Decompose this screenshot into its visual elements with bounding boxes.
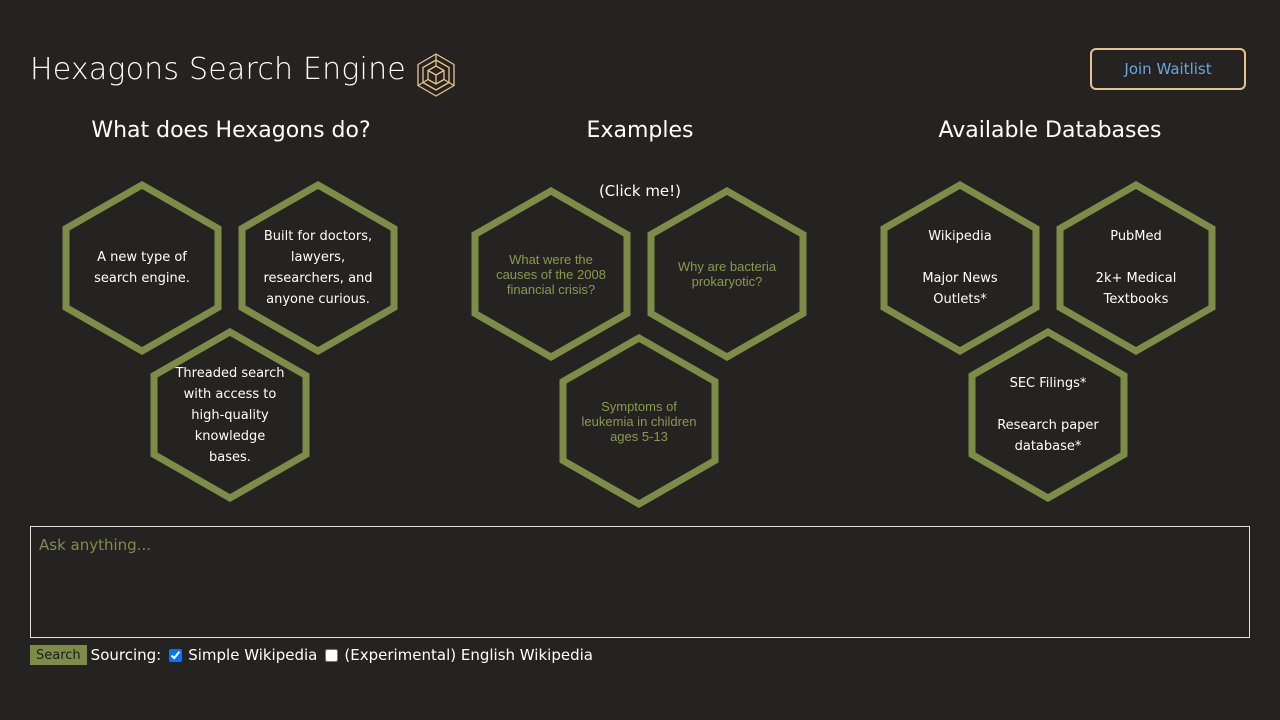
hexagon-shape [559,334,719,508]
english-wikipedia-label[interactable]: (Experimental) English Wikipedia [344,646,593,664]
example-question: What were the causes of the 2008 financi… [496,251,606,297]
section-heading-examples: Examples [586,118,694,143]
hexagon-shape [880,181,1040,355]
example-question: Symptoms of leukemia in children ages 5-… [581,398,697,444]
database-name: SEC Filings* [1009,376,1087,391]
hexagon-shape [471,187,631,361]
hexagon-shape [968,328,1128,502]
example-hex-financial-crisis[interactable]: What were the causes of the 2008 financi… [471,187,631,361]
database-name: Wikipedia [928,229,992,244]
hex-text: A new type of search engine. [94,250,190,286]
example-hex-leukemia[interactable]: Symptoms of leukemia in children ages 5-… [559,334,719,508]
about-hex: A new type of search engine. [62,181,222,355]
app-title: Hexagons Search Engine [30,52,406,87]
hex-text: Built for doctors, lawyers, researchers,… [263,229,373,307]
about-hex: Built for doctors, lawyers, researchers,… [238,181,398,355]
example-hex-bacteria[interactable]: Why are bacteria prokaryotic? [647,187,807,361]
examples-click-hint: (Click me!) [598,182,682,200]
simple-wikipedia-label[interactable]: Simple Wikipedia [188,646,318,664]
database-name: Major News Outlets* [922,271,998,307]
database-name: Research paper database* [997,418,1099,454]
database-hex: SEC Filings* Research paper database* [968,328,1128,502]
section-heading-about: What does Hexagons do? [91,118,371,143]
about-hex: Threaded search with access to high-qual… [150,328,310,502]
hexagon-shape [238,181,398,355]
simple-wikipedia-checkbox[interactable] [169,648,183,662]
sourcing-label: Sourcing: [90,646,162,664]
hexagon-shape [647,187,807,361]
hexagon-shape [62,181,222,355]
english-wikipedia-checkbox[interactable] [325,648,339,662]
ask-input[interactable] [30,526,1250,638]
database-hex: Wikipedia Major News Outlets* [880,181,1040,355]
search-button[interactable]: Search [30,645,87,665]
hexagon-shape [150,328,310,502]
database-name: 2k+ Medical Textbooks [1095,271,1177,307]
hexagon-shape [1056,181,1216,355]
join-waitlist-button[interactable]: Join Waitlist [1090,48,1246,90]
section-heading-databases: Available Databases [938,118,1162,143]
hexagon-logo-icon [414,52,458,98]
database-hex: PubMed 2k+ Medical Textbooks [1056,181,1216,355]
example-question: Why are bacteria prokaryotic? [677,259,777,289]
search-controls: Search Sourcing: Simple Wikipedia (Exper… [30,644,593,666]
hex-text: Threaded search with access to high-qual… [175,365,285,465]
database-name: PubMed [1110,229,1162,244]
